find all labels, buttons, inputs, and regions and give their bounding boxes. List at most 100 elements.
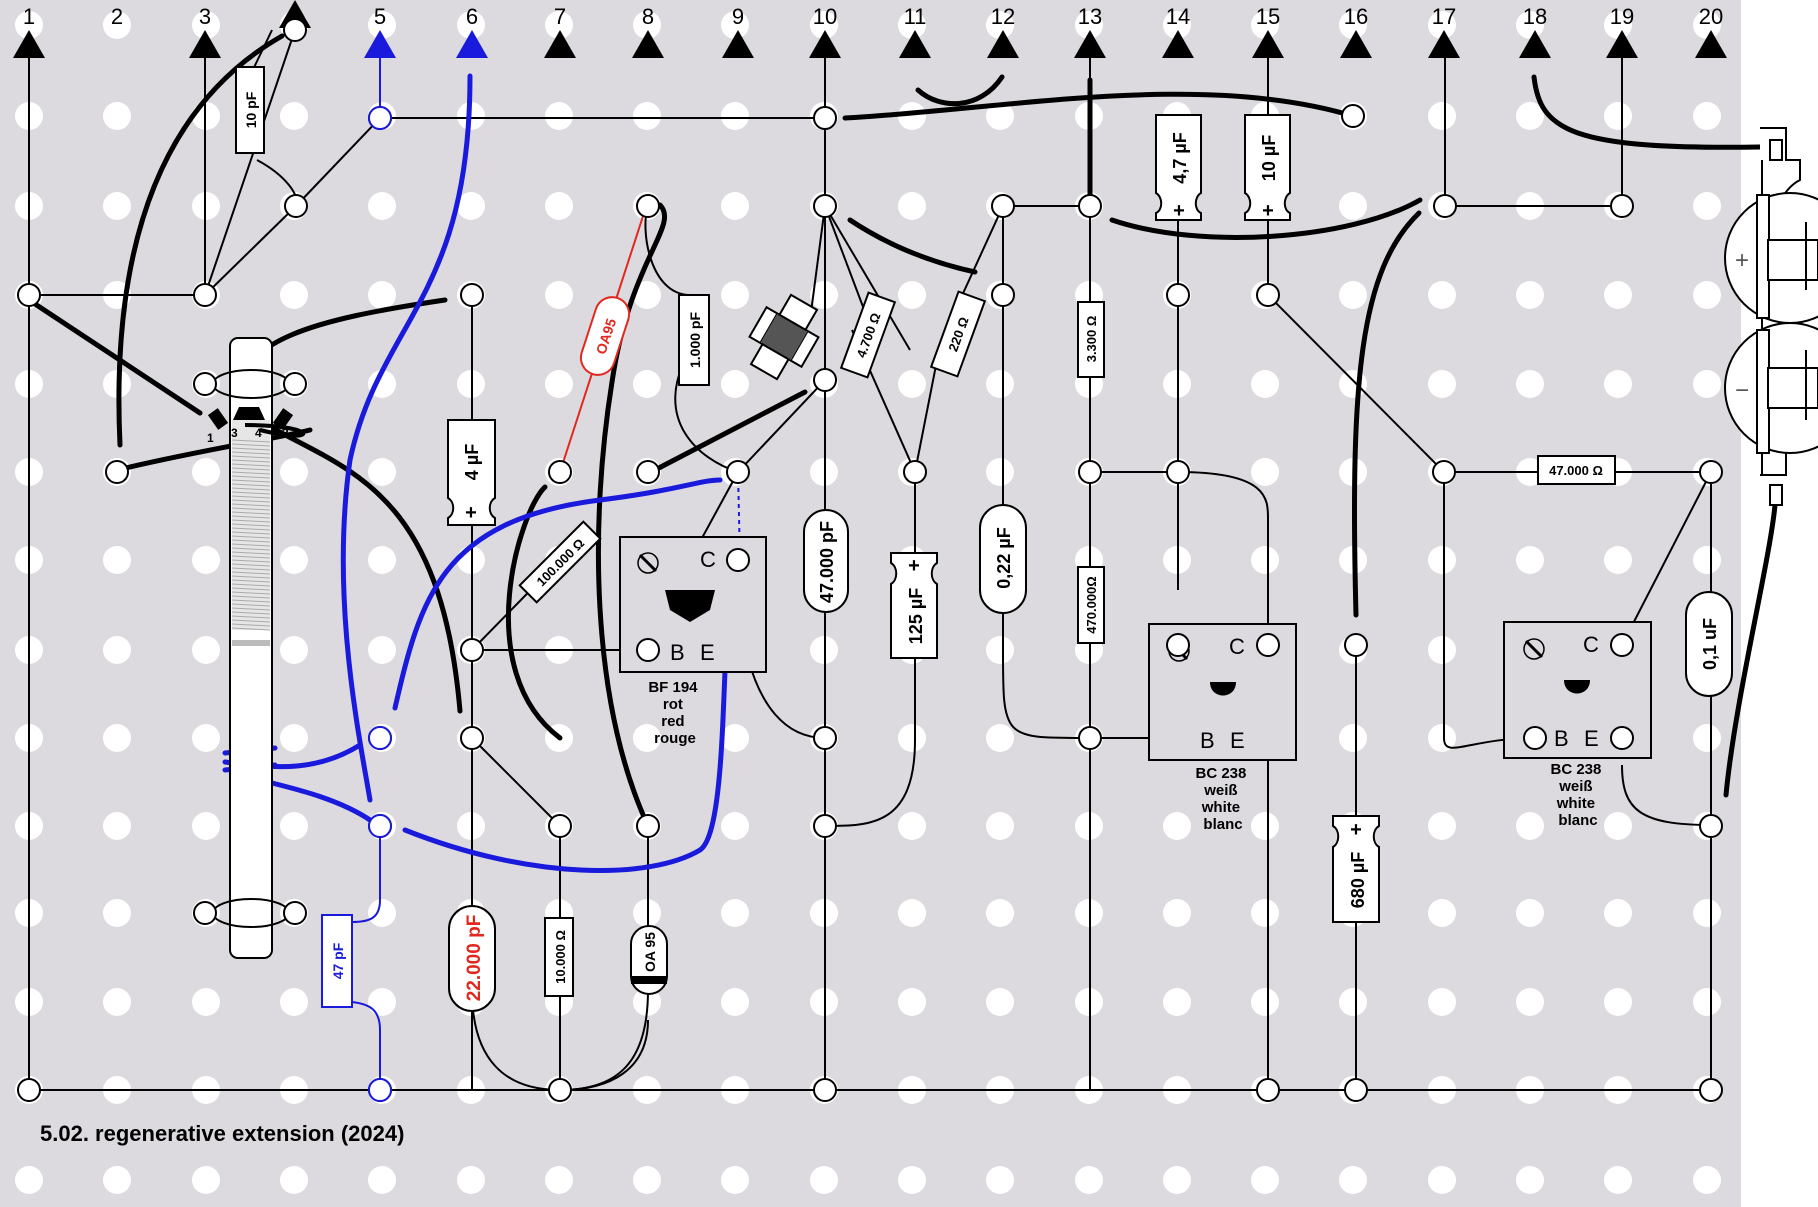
coil-winding <box>231 595 271 599</box>
svg-text:22.000 pF: 22.000 pF <box>464 915 485 1002</box>
board-hole <box>1693 899 1721 927</box>
terminal-arrow-10 <box>809 30 841 58</box>
terminal-arrow-7 <box>544 30 576 58</box>
coil-winding <box>231 619 271 623</box>
bf194-pin-e: E <box>700 640 715 665</box>
board-hole <box>368 281 396 309</box>
board-hole <box>1604 370 1632 398</box>
connection-node <box>1078 460 1102 484</box>
terminal-arrow-13 <box>1074 30 1106 58</box>
board-hole <box>1251 458 1279 486</box>
coil-winding <box>231 611 271 615</box>
board-hole <box>898 370 926 398</box>
connection-nodes <box>17 18 1723 1102</box>
terminal-arrow-8 <box>632 30 664 58</box>
board-hole <box>1428 546 1456 574</box>
board-hole <box>1516 899 1544 927</box>
coil-winding <box>231 499 271 503</box>
board-hole <box>1693 988 1721 1016</box>
column-label-10: 10 <box>813 4 837 29</box>
terminal-arrow-4 <box>279 0 311 28</box>
coil-winding <box>231 615 271 619</box>
connection-node <box>1699 1078 1723 1102</box>
board-hole <box>457 1166 485 1194</box>
connection-node <box>991 283 1015 307</box>
board-hole <box>1516 546 1544 574</box>
coil-winding <box>231 459 271 463</box>
capacitor-022uf: 0,22 µF <box>979 504 1027 614</box>
components: 10 pF 1.000 pF 4 µF + OA95 100.000 Ω <box>235 66 1733 1012</box>
connection-node-blue <box>368 106 392 130</box>
board-hole <box>898 988 926 1016</box>
capacitor-680uf: 680 µF + <box>1332 815 1380 923</box>
board-hole <box>280 636 308 664</box>
terminal-arrow-16 <box>1340 30 1372 58</box>
board-hole <box>1693 11 1721 39</box>
board-hole <box>545 281 573 309</box>
connection-node <box>1166 283 1190 307</box>
column-label-13: 13 <box>1078 4 1102 29</box>
board-hole <box>15 1166 43 1194</box>
connection-node <box>1078 194 1102 218</box>
connection-node <box>283 901 307 925</box>
board-hole <box>898 192 926 220</box>
terminal-arrow-1 <box>13 30 45 58</box>
board-hole <box>633 370 661 398</box>
board-hole <box>1251 988 1279 1016</box>
column-label-19: 19 <box>1610 4 1634 29</box>
board-hole <box>192 636 220 664</box>
connection-node <box>1256 1078 1280 1102</box>
board-hole <box>1251 812 1279 840</box>
svg-text:0,1 uF: 0,1 uF <box>1700 618 1720 670</box>
coil-winding <box>231 439 271 443</box>
board-hole <box>103 899 131 927</box>
terminal-arrow-15 <box>1252 30 1284 58</box>
board-hole <box>280 458 308 486</box>
board-hole <box>1693 1166 1721 1194</box>
coil-winding <box>231 583 271 587</box>
bc238a-label: BC 238 weiß white blanc <box>1195 765 1250 833</box>
board-hole <box>721 370 749 398</box>
svg-text:4 µF: 4 µF <box>462 444 482 480</box>
coil-tap-4: 4 <box>255 426 262 440</box>
board-hole <box>280 988 308 1016</box>
board-hole <box>986 102 1014 130</box>
connection-node <box>460 638 484 662</box>
connection-node-blue <box>368 1078 392 1102</box>
board-hole <box>103 11 131 39</box>
connection-node <box>1432 460 1456 484</box>
board-hole <box>721 899 749 927</box>
diode-oa95-lower: OA 95 <box>630 925 668 995</box>
board-hole <box>898 1166 926 1194</box>
coil-winding <box>231 559 271 563</box>
svg-text:1.000 pF: 1.000 pF <box>687 312 703 368</box>
coil-winding <box>231 547 271 551</box>
connection-node <box>903 460 927 484</box>
board-hole <box>1604 281 1632 309</box>
connection-node <box>193 901 217 925</box>
connection-node <box>1610 194 1634 218</box>
battery-plus: + <box>1735 247 1749 274</box>
coil-winding <box>231 563 271 567</box>
coil-winding <box>231 511 271 515</box>
column-label-5: 5 <box>374 4 386 29</box>
board-hole <box>898 812 926 840</box>
board-hole <box>192 546 220 574</box>
bc238b-pin-c: C <box>1583 632 1599 657</box>
board-hole <box>721 724 749 752</box>
column-label-17: 17 <box>1432 4 1456 29</box>
connection-node <box>1699 460 1723 484</box>
svg-text:+: + <box>1350 819 1362 841</box>
board-hole <box>368 899 396 927</box>
board-hole <box>986 11 1014 39</box>
connection-node <box>1433 194 1457 218</box>
connection-node <box>813 726 837 750</box>
board-hole <box>192 812 220 840</box>
board-hole <box>368 458 396 486</box>
coil-winding <box>231 543 271 547</box>
bc238a-pin-e: E <box>1230 728 1245 753</box>
column-arrows <box>13 0 1727 58</box>
bf194-label: BF 194 rot red rouge <box>648 679 701 747</box>
board-hole <box>633 724 661 752</box>
board-hole <box>1516 11 1544 39</box>
